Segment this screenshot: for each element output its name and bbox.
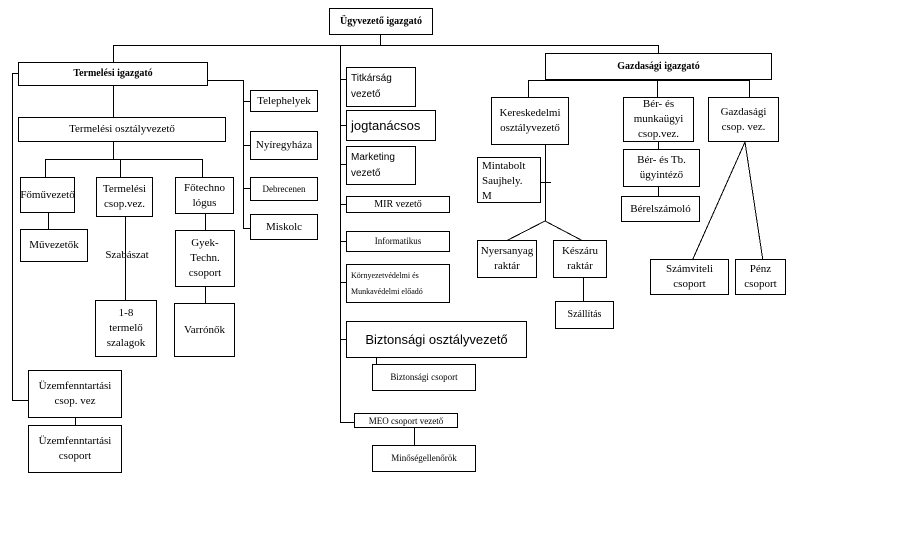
marketing-head-box: Marketing vezető xyxy=(346,146,416,185)
commerce-head-box: Kereskedelmi osztályvezető xyxy=(491,97,569,145)
sample-shop-box: Mintabolt Saujhely. M xyxy=(477,157,541,203)
production-director-box: Termelési igazgató xyxy=(18,62,208,86)
site-item: Debrecenen xyxy=(250,177,318,201)
site-item: Nyíregyháza xyxy=(250,131,318,160)
payroll-accountant-box: Bérelszámoló xyxy=(621,196,700,222)
maintenance-lead-box: Üzemfenntartási csop. vez xyxy=(28,370,122,418)
seamstresses-box: Varrónők xyxy=(174,303,235,357)
finished-goods-store-box: Készáru raktár xyxy=(553,240,607,278)
sewing-lines-box: 1-8 termelő szalagok xyxy=(95,300,157,357)
payroll-admin-box: Bér- és Tb. ügyintéző xyxy=(623,149,700,187)
maintenance-group-box: Üzemfenntartási csoport xyxy=(28,425,122,473)
production-group-lead-box: Termelési csop.vez. xyxy=(96,177,153,217)
chief-technologist-box: Főtechno lógus xyxy=(175,177,234,214)
sites-box: Telephelyek xyxy=(250,90,318,112)
shipping-box: Szállítás xyxy=(555,301,614,329)
qa-head-box: MEO csoport vezető xyxy=(354,413,458,428)
security-group-box: Biztonsági csoport xyxy=(372,364,476,391)
finance-lead-box: Gazdasági csop. vez. xyxy=(708,97,779,142)
cutting-label: Szabászat xyxy=(105,248,149,261)
mir-head-box: MIR vezető xyxy=(346,196,450,213)
secretariat-box: Titkárság vezető xyxy=(346,67,416,107)
site-item: Miskolc xyxy=(250,214,318,240)
accounting-group-box: Számviteli csoport xyxy=(650,259,729,295)
ceo-box: Ügyvezető igazgató xyxy=(329,8,433,35)
cash-group-box: Pénz csoport xyxy=(735,259,786,295)
production-department-head-box: Termelési osztályvezető xyxy=(18,117,226,142)
legal-counsel-box: jogtanácsos xyxy=(346,110,436,141)
quality-inspectors-box: Minőségellenőrök xyxy=(372,445,476,472)
economic-director-box: Gazdasági igazgató xyxy=(545,53,772,80)
supervisors-box: Művezetők xyxy=(20,229,88,262)
payroll-lead-box: Bér- és munkaügyi csop.vez. xyxy=(623,97,694,142)
tech-group-box: Gyek- Techn. csoport xyxy=(175,230,235,287)
raw-material-store-box: Nyersanyag raktár xyxy=(477,240,537,278)
it-specialist-box: Informatikus xyxy=(346,231,450,252)
security-head-box: Biztonsági osztályvezető xyxy=(346,321,527,358)
env-safety-box: Környezetvédelmi és Munkavédelmi előadó xyxy=(346,264,450,303)
foreman-box: Főművezető xyxy=(20,177,75,213)
